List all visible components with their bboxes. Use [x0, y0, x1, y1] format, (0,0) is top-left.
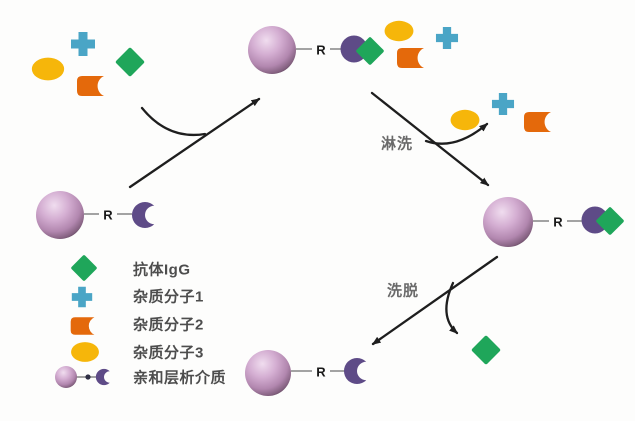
bind-arrow [128, 97, 261, 189]
legend: 抗体IgG 杂质分子1 杂质分子2 杂质分子3 亲和层析介质 [55, 254, 226, 388]
impurity1-cross-icon [71, 286, 93, 308]
ligand-pacman-icon [95, 368, 110, 386]
legend-label: 杂质分子3 [133, 344, 204, 362]
impurity1-cross-icon [435, 26, 459, 50]
impurity3-oval-icon [31, 57, 65, 81]
legend-item-antibody: 抗体IgG [70, 254, 191, 282]
impurity2-flag-icon [70, 317, 95, 335]
linker-dot [85, 374, 91, 380]
impurity1-cross-icon [71, 32, 95, 56]
legend-item-medium: 亲和层析介质 [55, 366, 226, 388]
unbound-impurity-group [384, 20, 459, 68]
antibody-diamond-icon [70, 254, 98, 282]
legend-label: 抗体IgG [133, 261, 191, 279]
impurity2-flag-icon [397, 48, 424, 68]
elute-arrow [371, 255, 499, 346]
linker-label: R [553, 215, 563, 230]
legend-label: 亲和层析介质 [133, 369, 226, 387]
impurity2-flag-icon [524, 112, 551, 132]
linker-label: R [103, 208, 113, 223]
medium-bead [248, 26, 296, 74]
feed-molecule-group [31, 32, 145, 96]
legend-label: 杂质分子1 [133, 288, 204, 306]
impurity3-oval-icon [450, 109, 480, 131]
medium-bead [245, 350, 291, 396]
legend-item-impurity2: 杂质分子2 [70, 316, 204, 335]
washed-out-impurity-group [450, 92, 551, 132]
washed-complex: R [483, 197, 625, 247]
impurity3-oval-icon [71, 342, 99, 362]
legend-item-impurity1: 杂质分子1 [71, 286, 204, 308]
medium-bead [483, 197, 533, 247]
linker-label: R [316, 43, 326, 58]
regenerated-medium-complex: R [245, 350, 367, 396]
elute-step-label: 洗脱 [387, 282, 419, 300]
impurity2-flag-icon [77, 76, 104, 96]
legend-item-impurity3: 杂质分子3 [71, 342, 204, 362]
eluted-antibody-diamond-icon [471, 335, 501, 365]
wash-arrow [370, 91, 490, 187]
free-medium-complex: R [36, 191, 155, 239]
impurity3-oval-icon [384, 20, 414, 42]
bound-complex: R [248, 26, 385, 74]
wash-release-curve [424, 122, 489, 145]
ligand-pacman-icon [343, 357, 367, 385]
ligand-pacman-icon [131, 201, 155, 229]
legend-label: 杂质分子2 [133, 316, 204, 334]
impurity1-cross-icon [491, 92, 515, 116]
bind-entry-curve [140, 106, 207, 137]
wash-step-label: 淋洗 [381, 135, 413, 153]
antibody-diamond-icon [115, 47, 145, 77]
medium-bead [36, 191, 84, 239]
medium-bead [55, 366, 77, 388]
elute-release-curve [445, 281, 459, 335]
linker-label: R [316, 365, 326, 380]
